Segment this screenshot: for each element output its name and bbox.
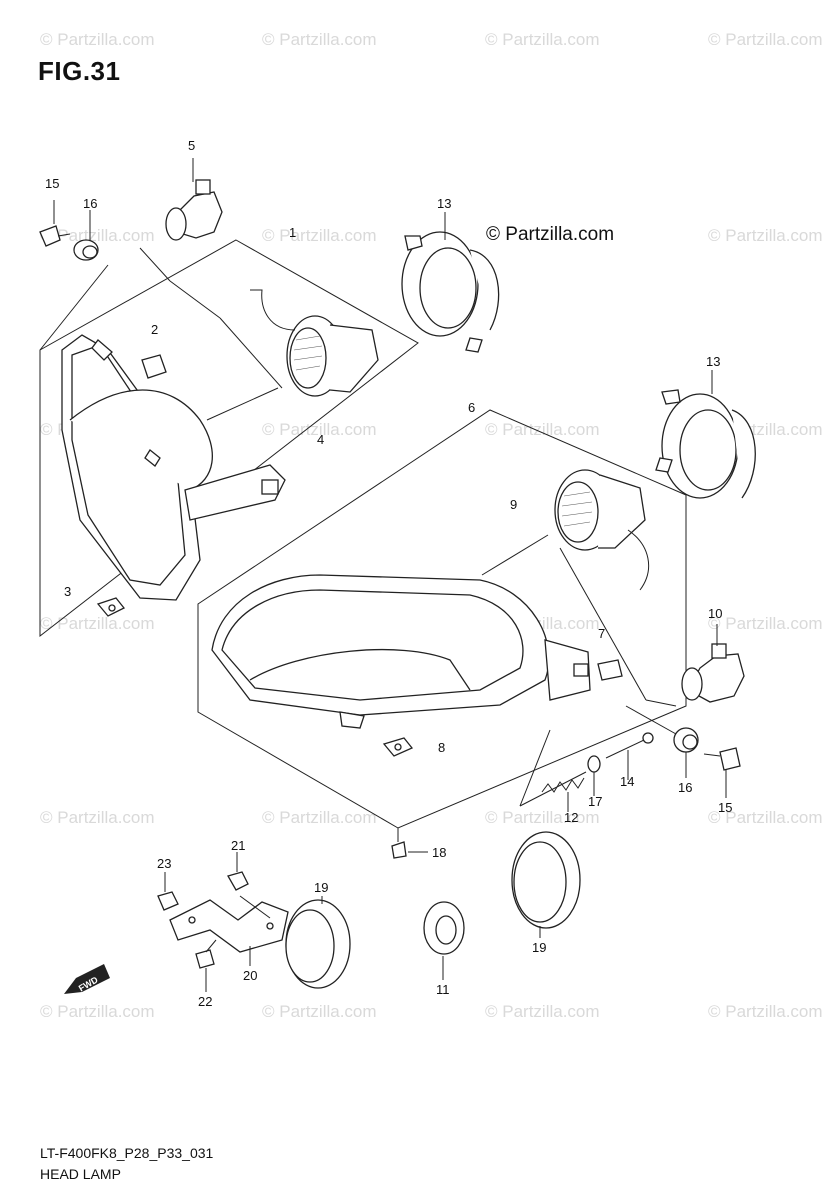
headlamp-assembly-left [39,239,419,638]
footer-name: HEAD LAMP [40,1166,121,1182]
reflector-19-left [285,896,351,989]
watermark: © Partzilla.com [262,226,377,245]
callout-1: 1 [289,225,296,240]
watermark: © Partzilla.com [40,808,155,827]
bulb-socket-9 [554,469,649,591]
watermark: © Partzilla.com [708,226,823,245]
callout-22: 22 [198,994,212,1009]
screw-15-top [39,200,71,247]
grommet-16-right [625,705,699,778]
bracket-20 [169,895,289,966]
watermark: © Partzilla.com [262,1002,377,1021]
spring-12 [519,729,587,812]
watermark: © Partzilla.com [262,420,377,439]
retaining-ring-13-right [655,370,756,499]
callout-5: 5 [188,138,195,153]
clip-2 [141,354,167,379]
watermark: © Partzilla.com [485,1002,600,1021]
watermark: © Partzilla.com [708,1002,823,1021]
callout-10: 10 [708,606,722,621]
callout-2: 2 [151,322,158,337]
callout-3: 3 [64,584,71,599]
callout-7: 7 [598,626,605,641]
clip-7 [597,659,623,681]
footer-code: LT-F400FK8_P28_P33_031 [40,1145,214,1161]
watermark: © Partzilla.com [708,30,823,49]
screw-15-right [703,747,741,798]
grommet-11 [423,901,465,980]
watermark: © Partzilla.com [40,614,155,633]
callout-16: 16 [83,196,97,211]
retaining-ring-13-top [401,212,500,353]
reflector-19-right [511,831,581,938]
callout-14: 14 [620,774,634,789]
callout-4: 4 [317,432,324,447]
watermark: © Partzilla.com [485,808,600,827]
watermark: © Partzilla.com [262,30,377,49]
screw-18 [391,828,428,859]
headlamp-assembly-right [197,409,687,829]
callout-21: 21 [231,838,245,853]
callout-20: 20 [243,968,257,983]
callout-19: 19 [314,880,328,895]
bolt-22 [195,939,217,992]
callout-9: 9 [510,497,517,512]
headlamp-bulb-5 [165,158,223,241]
figure-title: FIG.31 [38,56,121,86]
callout-16: 16 [678,780,692,795]
callout-19: 19 [532,940,546,955]
watermark: © Partzilla.com [40,226,155,245]
callout-6: 6 [468,400,475,415]
callout-15: 15 [718,800,732,815]
fwd-arrow-icon [64,964,110,994]
watermark: © Partzilla.com [40,30,155,49]
watermark: © Partzilla.com [708,614,823,633]
callout-13: 13 [437,196,451,211]
brand-copyright: © Partzilla.com [486,224,615,245]
headlamp-bulb-10 [681,624,745,703]
watermark: © Partzilla.com [708,808,823,827]
callout-13: 13 [706,354,720,369]
callout-23: 23 [157,856,171,871]
callout-18: 18 [432,845,446,860]
grommet-16-top [73,210,99,261]
adjuster-screw-14 [605,732,654,780]
callout-11: 11 [436,982,450,997]
washer-17 [587,755,601,796]
callout-15: 15 [45,176,59,191]
bulb-socket-4 [250,289,379,397]
watermark: © Partzilla.com [485,30,600,49]
callout-12: 12 [564,810,578,825]
watermark: © Partzilla.com [40,1002,155,1021]
nut-23 [157,872,179,911]
nut-21 [227,852,249,891]
callout-17: 17 [588,794,602,809]
callout-8: 8 [438,740,445,755]
watermark: © Partzilla.com [262,808,377,827]
watermark: © Partzilla.com [485,420,600,439]
